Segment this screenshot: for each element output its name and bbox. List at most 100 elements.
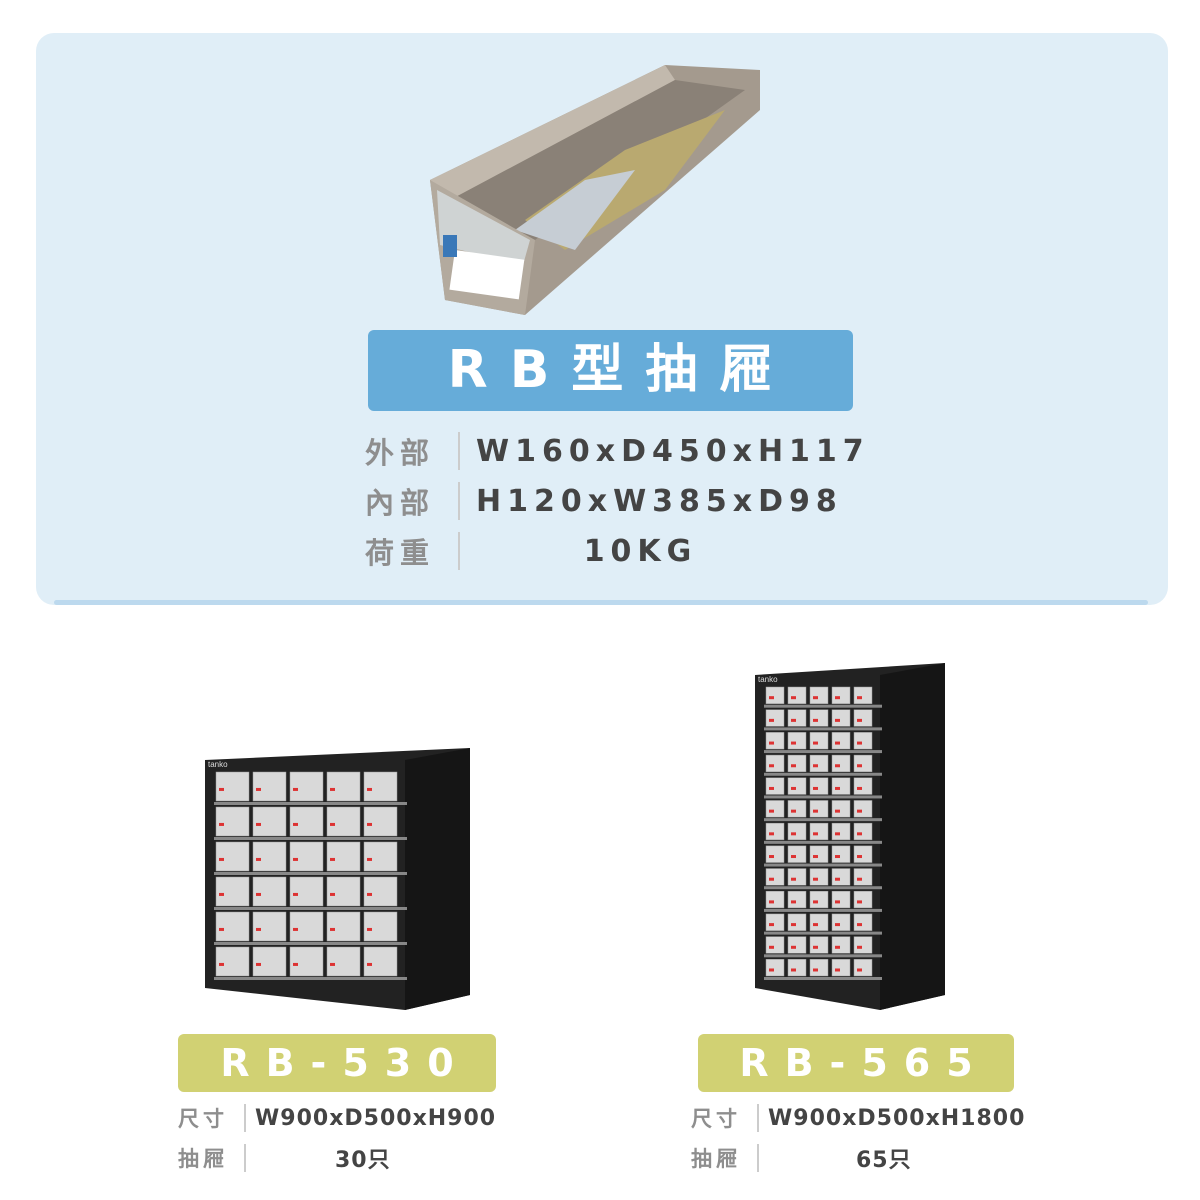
drawer-label xyxy=(219,787,224,791)
drawer xyxy=(853,800,873,818)
drawer xyxy=(363,841,398,872)
shelf-rail xyxy=(214,872,407,875)
drawer-label xyxy=(769,696,774,700)
model-badge-rb565: RB-565 xyxy=(698,1034,1014,1092)
drawer xyxy=(809,936,829,954)
drawer-bin-image xyxy=(430,65,760,315)
drawer xyxy=(215,771,250,802)
drawer-label xyxy=(813,945,818,949)
drawer xyxy=(326,771,361,802)
drawer-label xyxy=(835,718,840,722)
drawer-label xyxy=(857,968,862,972)
drawer xyxy=(765,754,785,773)
drawer xyxy=(326,806,361,837)
drawer xyxy=(787,822,807,841)
drawer-label xyxy=(330,962,335,966)
drawer xyxy=(765,890,785,909)
shelf-rail xyxy=(214,907,407,910)
spec-separator xyxy=(757,1144,759,1172)
drawer-label xyxy=(367,787,372,791)
drawer xyxy=(289,911,324,942)
drawer xyxy=(289,806,324,837)
drawer-label xyxy=(769,718,774,722)
drawer xyxy=(787,959,807,977)
drawer xyxy=(215,841,250,872)
drawer xyxy=(765,868,785,886)
spec-separator xyxy=(244,1104,246,1132)
drawer xyxy=(831,890,851,909)
drawer-label xyxy=(769,764,774,768)
drawer xyxy=(215,806,250,837)
drawer-label xyxy=(791,968,796,972)
drawer-label xyxy=(813,786,818,790)
drawer-label xyxy=(857,945,862,949)
drawer xyxy=(853,822,873,841)
brand-logo: tanko xyxy=(208,760,228,769)
drawer-label xyxy=(367,822,372,826)
spec-label: 外部 xyxy=(365,436,436,470)
drawer-label xyxy=(791,786,796,790)
drawer xyxy=(809,913,829,931)
drawer xyxy=(853,936,873,954)
spec-label: 荷重 xyxy=(365,536,436,570)
shelf-rail xyxy=(764,727,882,731)
drawer-label xyxy=(256,787,261,791)
drawer-label xyxy=(769,809,774,813)
drawer xyxy=(853,777,873,795)
drawer xyxy=(765,709,785,727)
drawer xyxy=(787,845,807,863)
spec-separator xyxy=(458,482,460,520)
cabinet-rb530-image: tanko xyxy=(205,748,470,1010)
size-row-rb530: 尺寸 W900xD500xH900 xyxy=(178,1101,496,1135)
drawer xyxy=(765,777,785,795)
drawer-label xyxy=(813,877,818,881)
drawer-label xyxy=(857,696,862,700)
shelf-rail xyxy=(214,837,407,840)
shelf-rail xyxy=(764,863,882,867)
drawer xyxy=(809,868,829,886)
drawer xyxy=(363,806,398,837)
drawer xyxy=(787,754,807,773)
drawer-label xyxy=(813,855,818,859)
drawer-label xyxy=(835,923,840,927)
drawer xyxy=(289,771,324,802)
spec-value: H120xW385xD98 xyxy=(476,483,843,519)
drawer xyxy=(809,800,829,818)
drawer-label xyxy=(791,945,796,949)
drawer xyxy=(853,890,873,909)
drawer xyxy=(831,868,851,886)
drawer xyxy=(853,709,873,727)
cabinet-rb565-image: tanko xyxy=(755,663,945,1010)
size-label: 尺寸 xyxy=(178,1107,228,1131)
drawer xyxy=(252,841,287,872)
drawer xyxy=(787,800,807,818)
drawer-label xyxy=(813,696,818,700)
shelf-rail xyxy=(214,977,407,980)
spec-label: 內部 xyxy=(365,486,436,520)
drawer xyxy=(853,754,873,773)
drawer xyxy=(853,913,873,931)
drawer xyxy=(787,732,807,750)
drawer xyxy=(765,913,785,931)
drawer xyxy=(215,911,250,942)
drawer-label xyxy=(791,923,796,927)
drawer xyxy=(787,868,807,886)
drawers-value: 30只 xyxy=(335,1148,391,1173)
drawer xyxy=(326,841,361,872)
drawer xyxy=(853,732,873,750)
drawer-label xyxy=(813,832,818,836)
drawer-label xyxy=(857,764,862,768)
drawer-label xyxy=(256,822,261,826)
drawer-label xyxy=(330,787,335,791)
shelf-rail xyxy=(214,942,407,945)
drawer-label xyxy=(835,696,840,700)
drawer xyxy=(853,868,873,886)
drawer-label xyxy=(791,741,796,745)
drawer-label xyxy=(857,855,862,859)
shelf-rail xyxy=(764,954,882,958)
drawer xyxy=(765,845,785,863)
drawer xyxy=(326,911,361,942)
drawer-label xyxy=(835,855,840,859)
drawer-label xyxy=(330,822,335,826)
drawer-label xyxy=(791,764,796,768)
